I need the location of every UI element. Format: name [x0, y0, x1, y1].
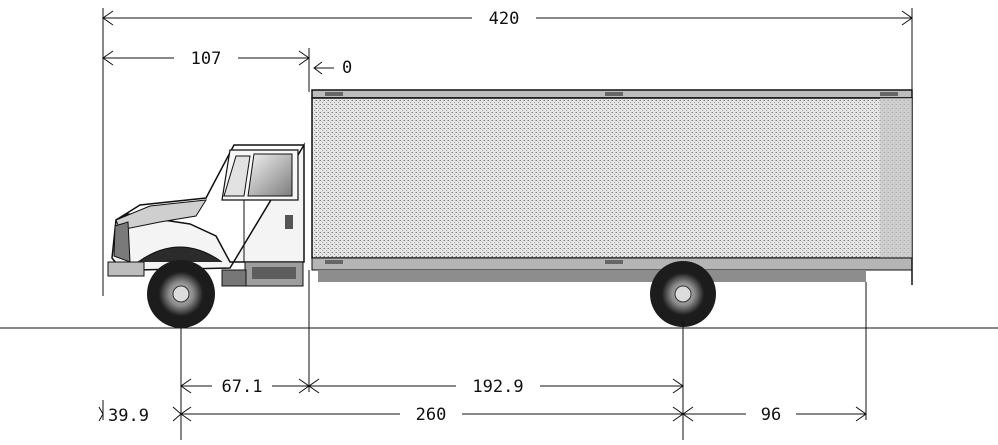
dim-bumper-and-cab: 67.1 192.9 [180, 377, 684, 397]
cargo-box [311, 89, 913, 285]
label-cab-to-body: 107 [191, 49, 222, 69]
dim-bottom-row: 39.9 260 96 [98, 405, 867, 426]
extension-lines [102, 8, 913, 440]
label-bumper-to-cab-back: 67.1 [222, 377, 263, 397]
label-wheelbase: 260 [416, 405, 447, 425]
label-front-overhang: 39.9 [108, 406, 149, 426]
label-cab-to-rear-axle: 192.9 [472, 377, 523, 397]
rear-wheel [650, 261, 716, 327]
dim-body-gap: 0 [313, 58, 352, 78]
dim-overall-length: 420 [102, 9, 913, 29]
label-rear-overhang: 96 [761, 405, 781, 425]
label-body-gap: 0 [342, 58, 352, 78]
dim-cab-to-body: 107 [102, 49, 310, 69]
front-wheel [147, 260, 215, 328]
truck-illustration [107, 89, 913, 328]
truck-cab [107, 142, 305, 287]
label-overall-length: 420 [489, 9, 520, 29]
